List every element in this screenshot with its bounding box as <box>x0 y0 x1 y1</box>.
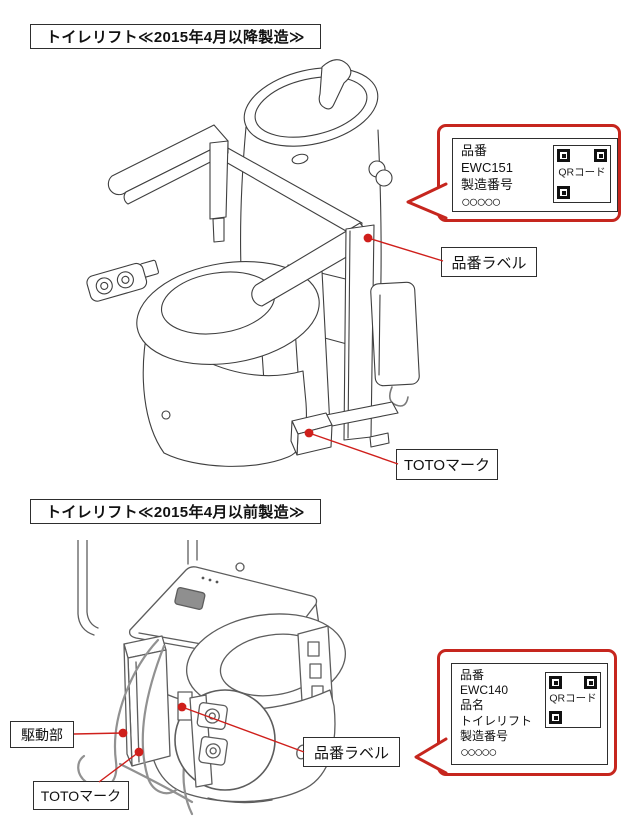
qr-code-label: QRコード <box>549 692 597 705</box>
serial-circles: ○○○○○ <box>460 744 497 762</box>
control-box <box>370 281 420 387</box>
part-number-label-callout-1: 品番ラベル <box>441 247 537 277</box>
label-line: トイレリフト <box>460 713 533 728</box>
control-box-cable <box>388 386 409 407</box>
drive-unit <box>123 635 171 767</box>
left-post <box>209 140 229 220</box>
label-line: 品番 <box>460 668 485 682</box>
right-armrest <box>251 222 375 307</box>
label-line: 品番 <box>461 143 488 158</box>
label-text: 品番 EWC140 品名 トイレリフト 製造番号 ○○○○○ <box>452 664 545 764</box>
label-line: 品名 <box>460 698 485 713</box>
drive-unit-callout: 駆動部 <box>10 721 74 748</box>
toto-mark-callout-1: TOTOマーク <box>396 449 498 480</box>
lift-frame <box>107 124 375 307</box>
section2-title: トイレリフト≪2015年4月以前製造≫ <box>30 499 321 524</box>
toilet-lift-illustration-2015-after <box>86 59 420 467</box>
magnifier-circle <box>174 689 276 791</box>
lift-column <box>343 224 420 441</box>
label-line: EWC140 <box>460 683 509 698</box>
toilet-tank <box>240 59 393 320</box>
qr-code-label: QRコード <box>558 166 606 179</box>
label-text: 品番 EWC151 製造番号 ○○○○○ <box>453 139 553 211</box>
qr-code-icon: QRコード <box>553 145 611 203</box>
label-detail-callout-ewc140: 品番 EWC140 品名 トイレリフト 製造番号 ○○○○○ QRコード <box>437 649 617 776</box>
product-label-ewc151: 品番 EWC151 製造番号 ○○○○○ QRコード <box>452 138 618 212</box>
label-line: 製造番号 <box>460 728 509 743</box>
label-line: EWC151 <box>461 159 514 175</box>
tank-bottom-edge <box>77 540 198 636</box>
connector-plug-upper <box>196 702 228 730</box>
label-detail-callout-ewc151: 品番 EWC151 製造番号 ○○○○○ QRコード <box>437 124 621 222</box>
part-number-label-callout-2: 品番ラベル <box>303 737 400 767</box>
serial-circles: ○○○○○ <box>461 193 501 211</box>
section1-title: トイレリフト≪2015年4月以降製造≫ <box>30 24 321 49</box>
toto-mark-callout-2: TOTOマーク <box>33 781 129 810</box>
qr-code-icon: QRコード <box>545 672 601 728</box>
remote-control <box>86 259 160 302</box>
tank-spout <box>318 59 352 110</box>
product-label-ewc140: 品番 EWC140 品名 トイレリフト 製造番号 ○○○○○ QRコード <box>451 663 608 765</box>
label-line: 製造番号 <box>461 176 514 192</box>
deck-button <box>174 587 206 610</box>
connector-plug-lower <box>198 736 228 766</box>
cross-rail <box>223 146 363 240</box>
